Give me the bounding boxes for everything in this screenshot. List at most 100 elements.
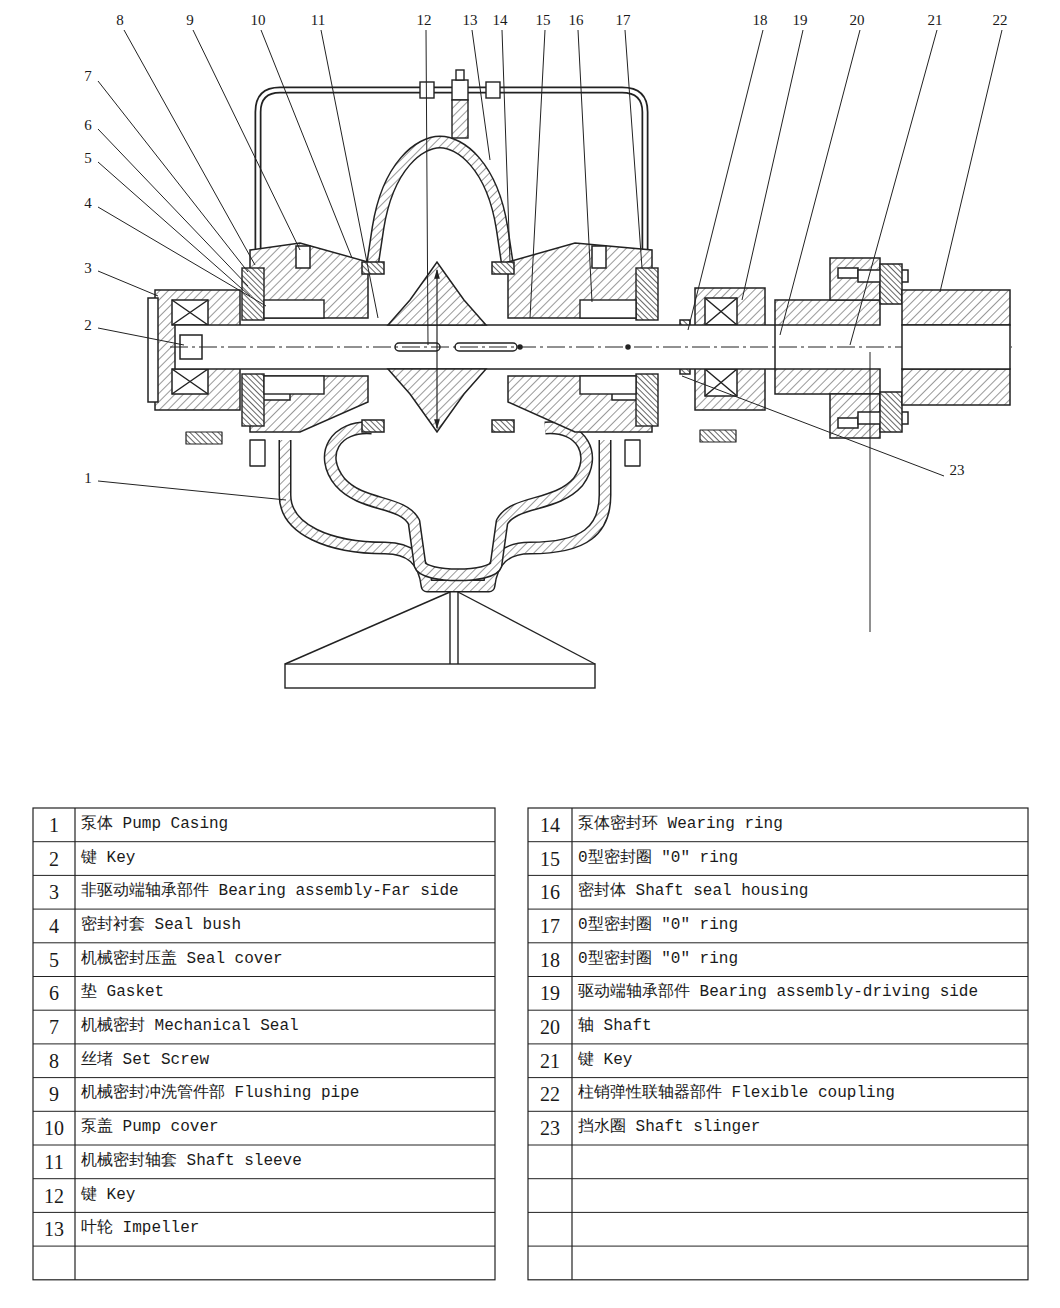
table-cell: 键 Key	[81, 1187, 135, 1205]
leader-lines	[193, 30, 300, 250]
table-rule	[528, 942, 1028, 943]
mechanical-seal	[580, 300, 636, 318]
leader-lines	[578, 30, 592, 302]
table-rule	[528, 875, 1028, 876]
bearing-assembly	[705, 298, 737, 325]
table-number: 3	[49, 881, 59, 903]
leader-lines	[682, 376, 944, 476]
leader-lines	[321, 30, 378, 318]
impeller	[492, 262, 514, 274]
table-number: 2	[49, 848, 59, 870]
leader-lines	[850, 30, 937, 345]
table-cell: 柱销弹性联轴器部件 Flexible coupling	[578, 1086, 895, 1104]
leader-lines	[780, 30, 860, 335]
table-rule	[528, 1178, 1028, 1179]
table-cell: 键 Key	[81, 850, 135, 868]
coupling	[775, 258, 1010, 438]
leader-lines	[426, 30, 428, 345]
callout-number: 15	[536, 12, 551, 29]
table-cell: 丝堵 Set Screw	[81, 1052, 209, 1070]
impeller	[362, 262, 514, 432]
leader-lines	[98, 207, 266, 306]
table-number: 20	[540, 1016, 560, 1038]
bearing-assembly	[172, 369, 208, 394]
leader-lines	[625, 30, 642, 268]
leader-lines	[472, 30, 490, 160]
callout-number: 6	[84, 117, 92, 134]
table-border	[33, 808, 495, 1280]
table-cell: 机械密封冲洗管件部 Flushing pipe	[81, 1086, 359, 1104]
flushing-pipe	[420, 82, 434, 98]
callout-number: 2	[84, 317, 92, 334]
support-stand	[285, 592, 595, 688]
table-number: 16	[540, 881, 560, 903]
bearing-assembly	[705, 369, 737, 396]
pump-cover	[508, 376, 652, 432]
leader-lines	[124, 30, 255, 265]
callout-number: 14	[493, 12, 508, 29]
coupling	[775, 300, 880, 325]
impeller	[362, 420, 384, 432]
flushing-pipe	[456, 70, 464, 80]
table-number: 1	[49, 814, 59, 836]
table-rule	[528, 909, 1028, 910]
flushing-pipe	[452, 80, 468, 100]
callout-number: 8	[116, 12, 124, 29]
leader-lines	[870, 352, 871, 632]
callout-number: 19	[793, 12, 808, 29]
table-rule	[528, 1043, 1028, 1044]
support-stand	[285, 664, 595, 688]
table-cell: 非驱动端轴承部件 Bearing assembly-Far side	[81, 883, 459, 901]
coupling	[902, 369, 1010, 405]
pump-casing	[330, 428, 586, 575]
table-rule	[33, 1145, 495, 1146]
coupling	[775, 369, 880, 394]
coupling	[902, 290, 1010, 325]
leader-lines	[98, 129, 248, 286]
table-rule	[33, 1111, 495, 1112]
table-cell: 机械密封压盖 Seal cover	[81, 951, 283, 969]
mechanical-seal	[242, 374, 264, 426]
leader-lines	[98, 81, 248, 272]
shaft	[170, 347, 1012, 348]
table-rule	[33, 942, 495, 943]
table-number: 23	[540, 1117, 560, 1139]
table-rule	[33, 875, 495, 876]
mechanical-seal	[264, 376, 324, 394]
bearing-assembly	[705, 298, 737, 325]
table-cell: 泵盖 Pump cover	[81, 1119, 219, 1137]
table-cell: 泵体 Pump Casing	[81, 816, 228, 834]
support-stand	[285, 592, 450, 664]
support-stand	[457, 592, 458, 664]
bearing-assembly	[172, 369, 208, 394]
leader-lines	[688, 30, 763, 330]
callout-number: 11	[311, 12, 325, 29]
table-number: 11	[44, 1151, 63, 1173]
callout-number: 7	[84, 68, 92, 85]
table-number: 13	[44, 1218, 64, 1240]
table-number: 12	[44, 1185, 64, 1207]
table-cell: 密封体 Shaft seal housing	[578, 883, 808, 901]
table-number: 14	[540, 814, 560, 836]
bearing-assembly	[172, 300, 208, 325]
flushing-pipe	[452, 100, 468, 138]
coupling	[880, 392, 902, 432]
bearing-assembly	[148, 298, 158, 402]
table-rule	[528, 1010, 1028, 1011]
leader-lines	[742, 30, 803, 300]
table-rule	[528, 841, 1028, 842]
table-rule	[33, 976, 495, 977]
table-rule	[33, 1178, 495, 1179]
pump-cover	[250, 376, 368, 432]
callout-number: 12	[417, 12, 432, 29]
table-number: 6	[49, 982, 59, 1004]
table-cell: 轴 Shaft	[578, 1018, 652, 1036]
mechanical-seal	[636, 374, 658, 426]
flushing-pipe	[486, 82, 500, 98]
table-number: 22	[540, 1083, 560, 1105]
callout-number: 1	[84, 470, 92, 487]
table-number: 18	[540, 949, 560, 971]
leader-lines	[98, 328, 184, 345]
table-cell: 密封衬套 Seal bush	[81, 917, 241, 935]
